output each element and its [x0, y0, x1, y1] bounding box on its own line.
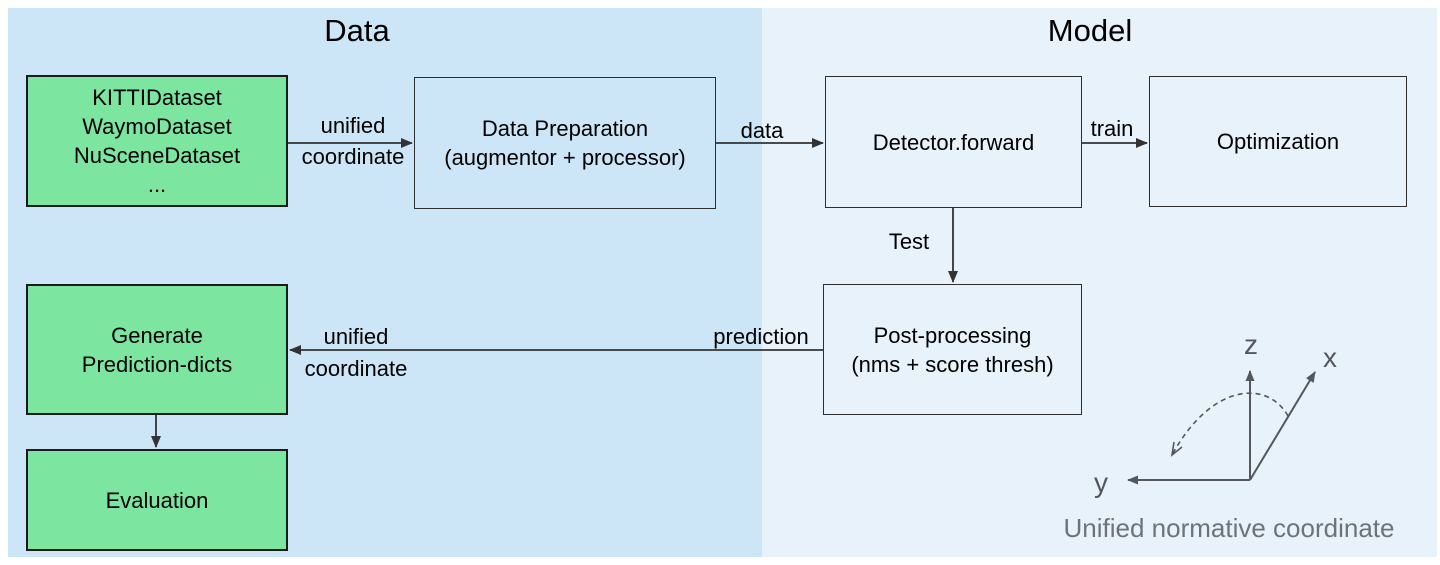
node-detector-forward: Detector.forward	[825, 76, 1082, 208]
node-optimization: Optimization	[1149, 76, 1407, 207]
node-data-preparation-line: (augmentor + processor)	[444, 145, 686, 170]
axis-x-label: x	[1323, 342, 1337, 373]
axis-caption: Unified normative coordinate	[1063, 513, 1395, 543]
node-evaluation-line: Evaluation	[105, 487, 209, 513]
label-unified-bottom: unified	[323, 324, 389, 349]
label-unified-top: unified	[320, 113, 386, 138]
model-section-title: Model	[1047, 13, 1133, 48]
rotation-arc-arrowhead	[1170, 441, 1183, 457]
node-post-processing-line: Post-processing	[873, 322, 1032, 348]
node-datasets-line: ...	[147, 172, 167, 197]
axis-z-label: z	[1244, 329, 1258, 360]
node-generate-prediction-line: Generate	[111, 322, 203, 348]
node-evaluation: Evaluation	[26, 449, 288, 551]
node-post-processing-line: (nms + score thresh)	[851, 351, 1054, 377]
node-datasets-line: WaymoDataset	[82, 114, 232, 139]
node-datasets-line: KITTIDataset	[92, 85, 222, 110]
node-data-preparation: Data Preparation (augmentor + processor)	[414, 77, 716, 209]
axis-y-label: y	[1094, 467, 1108, 498]
axis-x-line	[1249, 371, 1316, 481]
label-coordinate-top: coordinate	[301, 144, 405, 169]
node-detector-forward-line: Detector.forward	[872, 129, 1035, 155]
node-generate-prediction-dicts: Generate Prediction-dicts	[26, 284, 288, 415]
data-section-title: Data	[324, 13, 390, 48]
label-test: Test	[888, 229, 930, 254]
node-datasets: KITTIDataset WaymoDataset NuSceneDataset…	[26, 75, 288, 207]
node-optimization-line: Optimization	[1216, 129, 1340, 154]
label-train: train	[1090, 116, 1134, 141]
node-data-preparation-line: Data Preparation	[481, 116, 649, 141]
coordinate-axes	[1127, 370, 1316, 485]
node-datasets-line: NuSceneDataset	[73, 143, 241, 168]
label-data: data	[740, 118, 784, 143]
label-prediction: prediction	[713, 324, 809, 349]
node-generate-prediction-line: Prediction-dicts	[81, 351, 233, 377]
node-post-processing: Post-processing (nms + score thresh)	[823, 284, 1082, 415]
label-coordinate-bottom: coordinate	[304, 356, 408, 381]
